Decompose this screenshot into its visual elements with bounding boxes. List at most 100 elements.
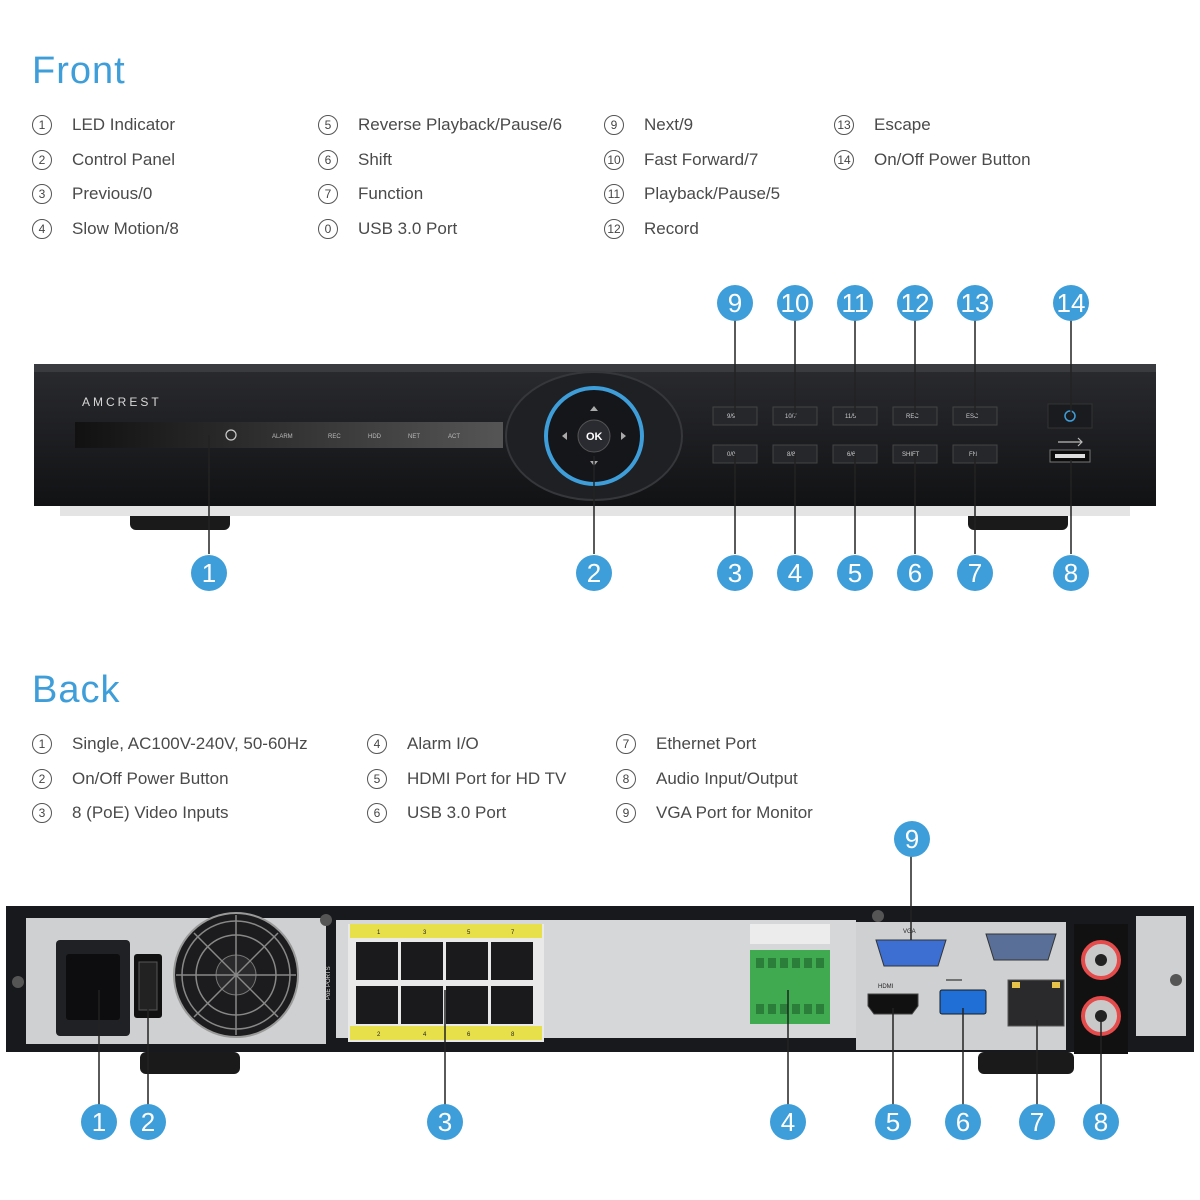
led-strip	[75, 422, 503, 448]
led-indicator-icon	[225, 429, 237, 441]
front-leader-lines	[208, 320, 1072, 554]
front-legend-item: 1 LED Indicator	[32, 111, 175, 139]
poe-label-strip-bottom	[350, 1026, 542, 1040]
legend-number: 5	[367, 769, 387, 789]
front-button-label: 9/9	[727, 414, 736, 420]
legend-label: Record	[644, 219, 699, 238]
front-legend-item: 4 Slow Motion/8	[32, 215, 179, 243]
poe-ports-label: PoE PORTS	[326, 966, 332, 1000]
front-button-label: SHIFT	[902, 452, 920, 458]
callout-number: 8	[1064, 558, 1078, 588]
poe-port[interactable]	[491, 942, 533, 980]
legend-number: 1	[32, 734, 52, 754]
back-legend-item: 8 Audio Input/Output	[616, 765, 798, 793]
callout-badge	[191, 555, 227, 591]
back-legend-item: 7 Ethernet Port	[616, 730, 756, 758]
poe-port-number: 1	[377, 930, 381, 936]
alarm-io-label-strip	[750, 924, 830, 944]
poe-port[interactable]	[356, 942, 398, 980]
power-button[interactable]	[1047, 403, 1093, 429]
hdmi-port[interactable]	[867, 993, 919, 1015]
legend-label: Single, AC100V-240V, 50-60Hz	[72, 734, 308, 753]
callout-number: 1	[92, 1107, 106, 1137]
poe-port-number: 8	[511, 1032, 515, 1038]
back-callouts: 9 1 2 3 4 5 6 7 8	[81, 821, 1119, 1140]
legend-number: 13	[834, 115, 854, 135]
ethernet-led	[1012, 982, 1020, 988]
legend-number: 2	[32, 769, 52, 789]
jack-hole	[1095, 954, 1107, 966]
usb-port-tongue	[1055, 454, 1085, 458]
serial-port[interactable]	[985, 933, 1057, 961]
legend-label: On/Off Power Button	[874, 150, 1031, 169]
callout-number: 2	[587, 558, 601, 588]
front-callouts-bottom: 1 2 3 4 5 6 7 8	[191, 555, 1089, 591]
poe-port[interactable]	[446, 942, 488, 980]
device-foot	[978, 1052, 1074, 1074]
poe-label-strip-top	[350, 924, 542, 938]
vga-label: VGA	[903, 929, 916, 935]
callout-badge	[1053, 285, 1089, 321]
callout-number: 11	[842, 288, 869, 318]
callout-badge	[576, 555, 612, 591]
legend-number: 0	[318, 219, 338, 239]
legend-number: 7	[616, 734, 636, 754]
legend-label: Escape	[874, 115, 931, 134]
poe-port-number: 4	[423, 1032, 427, 1038]
callout-badge	[1053, 555, 1089, 591]
legend-number: 2	[32, 150, 52, 170]
led-label: ALARM	[272, 434, 293, 440]
legend-number: 9	[604, 115, 624, 135]
back-legend-item: 5 HDMI Port for HD TV	[367, 765, 566, 793]
legend-label: 8 (PoE) Video Inputs	[72, 803, 229, 822]
led-label: HDD	[368, 434, 382, 440]
legend-number: 3	[32, 803, 52, 823]
poe-port[interactable]	[446, 986, 488, 1024]
front-legend-item: 9 Next/9	[604, 111, 693, 139]
front-legend-item: 13 Escape	[834, 111, 931, 139]
callout-number: 9	[905, 824, 919, 854]
callout-number: 2	[141, 1107, 155, 1137]
callout-badge	[945, 1104, 981, 1140]
poe-block	[348, 924, 544, 1042]
poe-port[interactable]	[401, 942, 443, 980]
poe-port[interactable]	[356, 986, 398, 1024]
callout-number: 13	[961, 288, 990, 318]
vga-port[interactable]	[875, 939, 947, 967]
legend-number: 1	[32, 115, 52, 135]
front-legend-item: 2 Control Panel	[32, 146, 175, 174]
front-callouts-top: 9 10 11 12 13 14	[717, 285, 1089, 321]
callout-number: 3	[438, 1107, 452, 1137]
front-legend-item: 6 Shift	[318, 146, 392, 174]
legend-label: HDMI Port for HD TV	[407, 769, 567, 788]
callout-badge	[957, 285, 993, 321]
ok-button[interactable]	[577, 419, 611, 453]
poe-port[interactable]	[491, 986, 533, 1024]
jack-hole	[1095, 1010, 1107, 1022]
fan-grille-icon	[176, 915, 296, 1035]
front-device-diagram: AMCREST ALARM REC HDD NET ACT OK 9/9 10/…	[34, 285, 1156, 591]
callout-number: 12	[901, 288, 930, 318]
usb-icon	[1058, 437, 1083, 447]
front-button-label: 6/6	[847, 452, 856, 458]
dial-arrow-up-icon	[590, 406, 598, 411]
callout-badge	[875, 1104, 911, 1140]
front-button-label: 0/0	[727, 452, 736, 458]
legend-number: 3	[32, 184, 52, 204]
legend-number: 10	[604, 150, 624, 170]
device-foot	[140, 1052, 240, 1074]
front-button-label: ESC	[966, 414, 979, 420]
front-device-bezel	[34, 364, 1156, 372]
callout-badge	[897, 285, 933, 321]
callout-number: 5	[886, 1107, 900, 1137]
callout-badge	[1019, 1104, 1055, 1140]
front-legend-item: 11 Playback/Pause/5	[604, 180, 780, 208]
led-label: NET	[408, 434, 420, 440]
legend-number: 6	[318, 150, 338, 170]
back-legend-item: 3 8 (PoE) Video Inputs	[32, 799, 229, 827]
legend-label: USB 3.0 Port	[407, 803, 507, 822]
legend-number: 6	[367, 803, 387, 823]
poe-port[interactable]	[401, 986, 443, 1024]
callout-badge	[717, 555, 753, 591]
callout-number: 7	[1030, 1107, 1044, 1137]
